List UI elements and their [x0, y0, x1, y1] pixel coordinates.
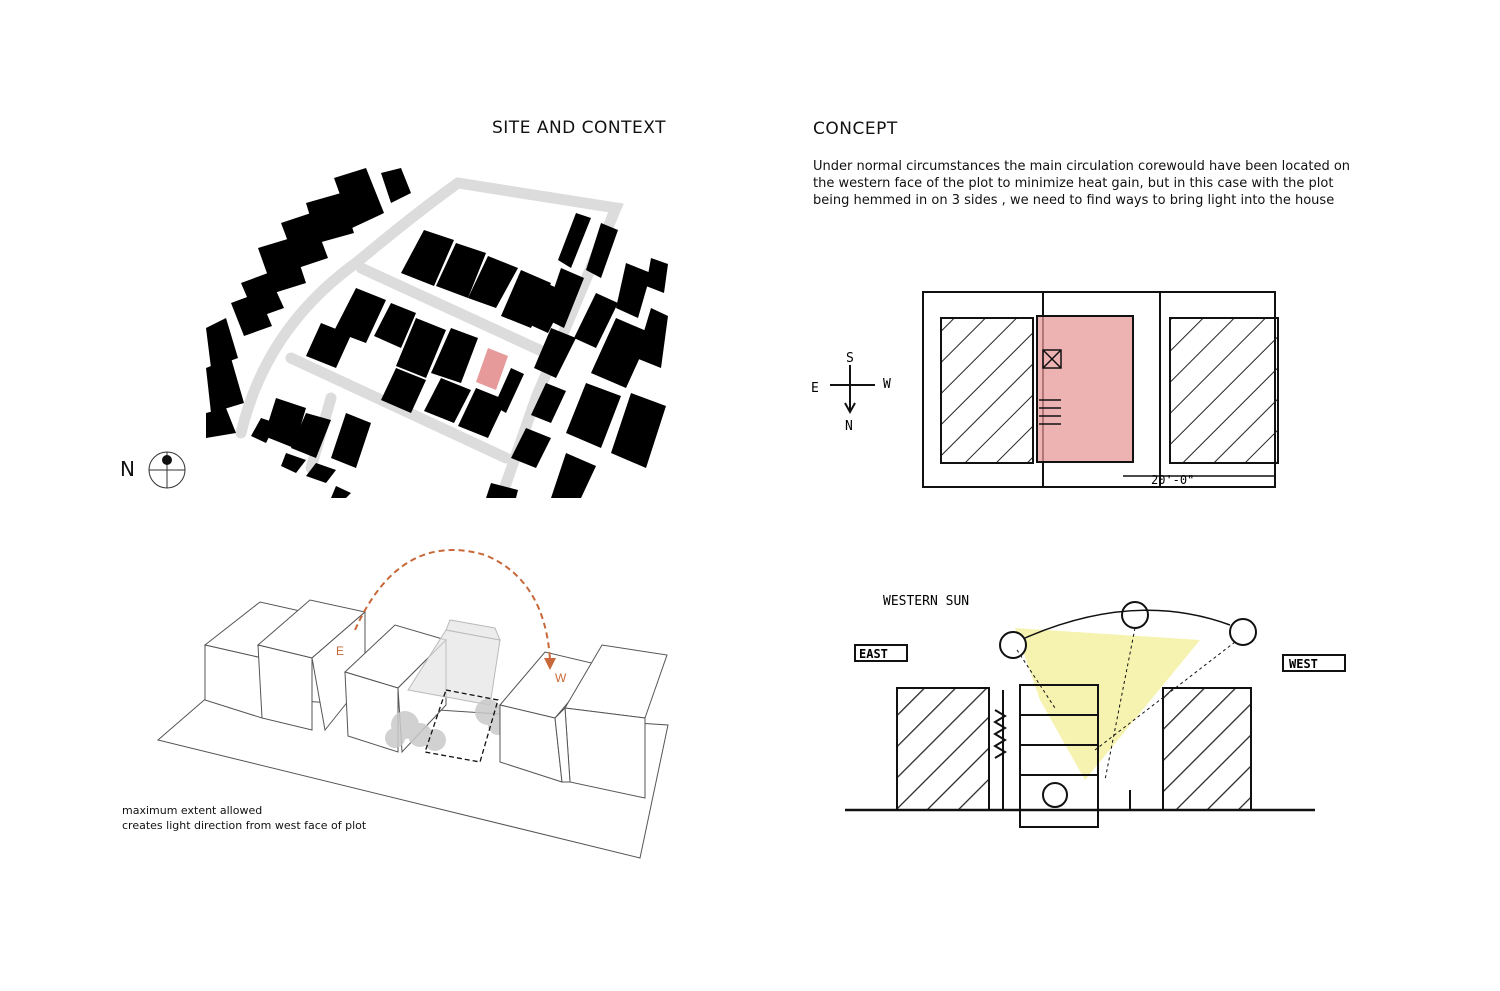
western-sun-label: WESTERN SUN [883, 594, 969, 609]
massing-west-label: W [555, 671, 567, 685]
site-context-title: SITE AND CONTEXT [492, 118, 666, 138]
section-neighbor-east [897, 688, 989, 810]
plot-highlight [476, 348, 508, 390]
plot-highlight-plan [1037, 316, 1133, 462]
hatched-neighbor-east [1170, 318, 1278, 463]
section-neighbor-west [1163, 688, 1251, 810]
concept-paragraph: Under normal circumstances the main circ… [813, 158, 1361, 209]
west-label: WEST [1289, 657, 1318, 671]
compass-icon [830, 365, 875, 412]
site-figure-ground-map [206, 168, 676, 498]
north-arrow-icon [147, 450, 187, 490]
caption-line-1: maximum extent allowed [122, 803, 366, 818]
sketch-plan: S E W N 20'-0" [805, 280, 1365, 520]
east-label: EAST [859, 647, 888, 661]
sketch-section: WESTERN SUN EAST WEST [845, 580, 1365, 880]
hatched-neighbor-west [941, 318, 1033, 463]
compass-e: E [811, 381, 819, 396]
north-label: N [120, 457, 135, 481]
compass-n: N [845, 419, 853, 434]
compass-w: W [883, 377, 891, 392]
tree-sketch-icon [1043, 783, 1067, 807]
caption-line-2: creates light direction from west face o… [122, 818, 366, 833]
compass-s: S [846, 351, 854, 366]
building-blocks [206, 168, 668, 498]
dimension-label: 20'-0" [1151, 473, 1194, 487]
massing-caption: maximum extent allowed creates light dir… [122, 803, 366, 833]
concept-title: CONCEPT [813, 119, 898, 139]
massing-east-label: E [336, 644, 344, 658]
